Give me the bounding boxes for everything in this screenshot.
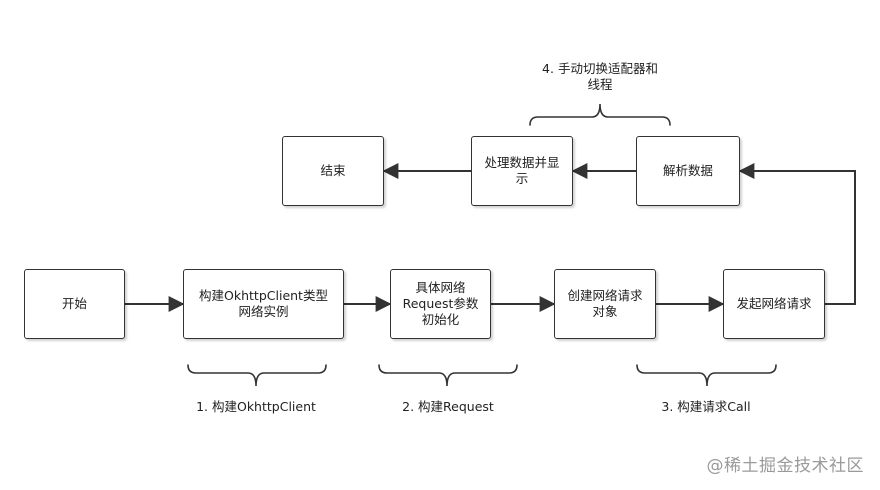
annotation-step1: 1. 构建OkhttpClient [196,399,316,414]
node-send-request: 发起网络请求 [723,269,825,339]
node-end: 结束 [282,136,384,206]
annotation-step2: 2. 构建Request [402,399,494,414]
annotation-step4: 4. 手动切换适配器和 线程 [542,61,658,92]
node-parse-data: 解析数据 [636,136,740,206]
brace-step3 [636,364,777,387]
node-init-request: 具体网络 Request参数 初始化 [390,269,491,339]
node-create-call: 创建网络请求 对象 [554,269,656,339]
brace-step1 [187,364,327,387]
arrow-send-request-to-parse-data [738,163,856,305]
node-start: 开始 [24,269,125,339]
brace-step2 [378,364,518,387]
node-build-client: 构建OkhttpClient类型 网络实例 [183,269,344,339]
brace-step4 [529,103,671,126]
node-process-display: 处理数据并显 示 [471,136,573,206]
annotation-step3: 3. 构建请求Call [661,399,751,414]
watermark: @稀土掘金技术社区 [706,456,864,476]
